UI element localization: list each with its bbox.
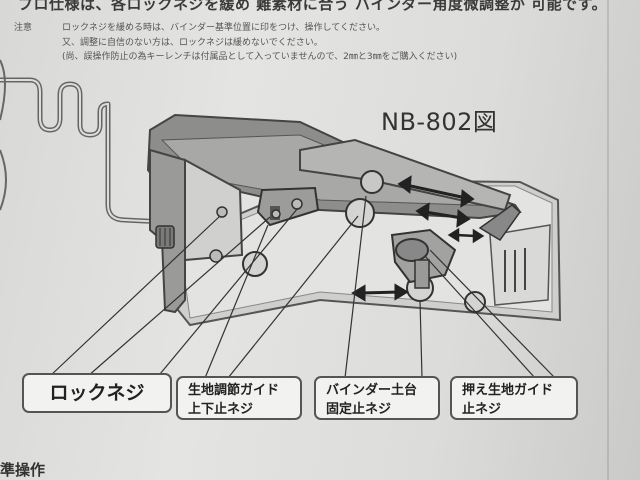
leader-line <box>49 215 221 377</box>
note-line: 又、調整に自信のない方は、ロックネジは緩めないでください。 <box>62 38 323 48</box>
adjust-arrow <box>397 175 475 208</box>
leader-line <box>227 215 359 379</box>
cable <box>0 77 166 225</box>
header-line: プロ仕様は、各ロックネジを緩め 難素材に合う バインダー角度微調整が 可能です。 <box>18 0 608 13</box>
callout-text: 上下止ネジ <box>188 402 254 417</box>
screw <box>291 198 303 210</box>
leader-line <box>424 255 536 379</box>
paper-fold <box>607 0 609 480</box>
leader-line <box>159 207 299 375</box>
callout-text: 固定止ネジ <box>326 402 392 417</box>
adjust-arrow <box>415 202 471 228</box>
leader-line <box>87 216 271 377</box>
note-line: ロックネジを緩める時は、バインダー基準位置に印をつけ、操作してください。 <box>62 23 386 33</box>
callout-text: 止ネジ <box>462 402 502 417</box>
screw <box>345 198 375 228</box>
screw <box>360 170 384 194</box>
screw <box>271 209 281 219</box>
leader-line <box>419 299 423 379</box>
leader-line <box>429 249 556 379</box>
callout-fabric-guide-screw: 生地調節ガイド 上下止ネジ <box>176 376 302 420</box>
screw <box>216 206 228 218</box>
callout-press-guide-screw: 押え生地ガイド 止ネジ <box>450 376 578 420</box>
adjust-arrow <box>447 227 485 244</box>
callout-text: ロックネジ <box>49 382 145 404</box>
adjust-arrow <box>351 283 409 302</box>
callout-text: 押え生地ガイド <box>462 383 554 398</box>
callout-text: 生地調節ガイド <box>188 383 280 398</box>
callout-binder-base-screw: バインダー土台 固定止ネジ <box>314 376 440 420</box>
screw <box>464 291 486 313</box>
leader-line <box>344 195 367 379</box>
callout-lock-screw: ロックネジ <box>22 373 172 413</box>
callout-text: バインダー土台 <box>326 383 418 398</box>
leader-line <box>204 224 269 379</box>
screw <box>209 249 223 263</box>
section-heading: 準操作 <box>0 461 46 479</box>
figure-title: NB-802図 <box>381 108 498 136</box>
note-line: (尚、誤操作防止の為キーレンチは付属品として入っていませんので、2㎜と3㎜をご購… <box>62 52 458 62</box>
note-label: 注意 <box>14 23 33 33</box>
